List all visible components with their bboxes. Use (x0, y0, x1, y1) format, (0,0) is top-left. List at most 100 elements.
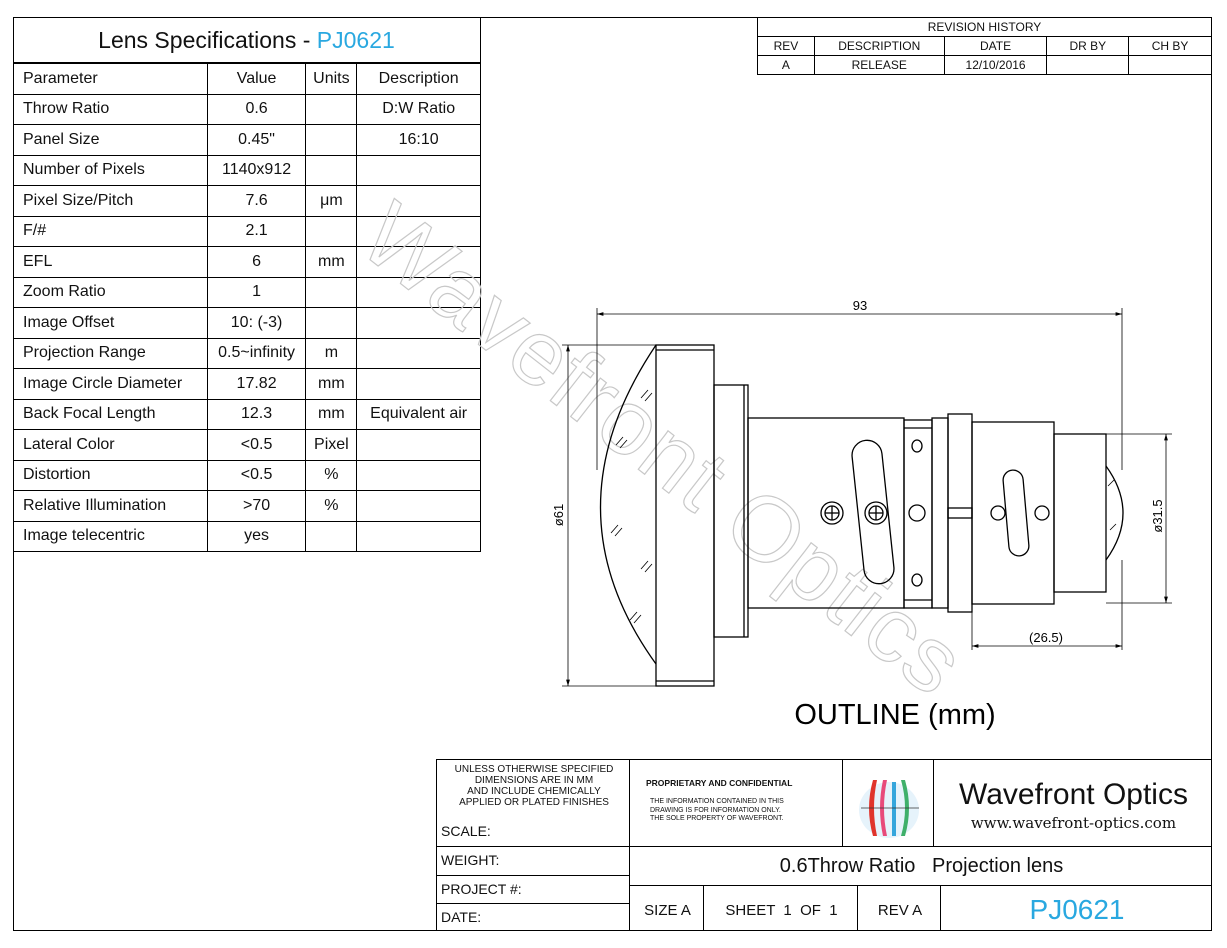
revision-cell (1128, 55, 1212, 75)
spec-cell: Image Offset (13, 307, 208, 339)
spec-cell: Lateral Color (13, 429, 208, 461)
company-cell: Wavefront Optics www.wavefront-optics.co… (933, 759, 1212, 847)
spec-cell (305, 124, 358, 156)
revision-cell: 12/10/2016 (943, 55, 1048, 75)
spec-cell (305, 93, 358, 125)
rear-slot (1002, 469, 1030, 557)
coupling-ring (947, 413, 973, 613)
dim-rear-diameter: ø31.5 (1150, 499, 1165, 532)
sheet-label: SHEET 1 OF 1 (725, 902, 838, 919)
weight-label: WEIGHT: (441, 852, 500, 868)
spec-header-cell: Value (206, 63, 307, 95)
rear-barrel (971, 421, 1055, 605)
spec-cell: Relative Illumination (13, 490, 208, 522)
spec-cell (356, 276, 481, 308)
spec-cell: mm (305, 398, 358, 430)
spec-title-part: PJ0621 (316, 27, 395, 53)
outline-caption: OUTLINE (mm) (794, 699, 995, 731)
rear-tube (1053, 433, 1107, 593)
spec-cell: Image telecentric (13, 520, 208, 552)
proprietary-line: THE INFORMATION CONTAINED IN THIS (650, 798, 784, 805)
screw-1 (820, 501, 844, 525)
part-cell: PJ0621 (940, 885, 1212, 931)
rev-label: REV A (877, 902, 923, 919)
spec-cell: yes (206, 520, 307, 552)
spec-cell: 12.3 (206, 398, 307, 430)
spec-cell: mm (305, 368, 358, 400)
spec-row: Relative Illumination>70% (13, 490, 481, 522)
screw-2 (864, 501, 888, 525)
spec-cell (356, 368, 481, 400)
spec-row: Distortion<0.5% (13, 459, 481, 491)
spec-header-cell: Units (305, 63, 358, 95)
size-cell: SIZE A (629, 885, 704, 931)
spec-cell: Equivalent air (356, 398, 481, 430)
date-cell: DATE: (436, 903, 630, 931)
spec-header-cell: Description (356, 63, 481, 95)
drawing-title-cell: 0.6Throw Ratio Projection lens (629, 846, 1212, 886)
spec-cell (356, 246, 481, 278)
spec-title-text: Lens Specifications - (98, 27, 317, 53)
proprietary-line: DRAWING IS FOR INFORMATION ONLY. (650, 806, 781, 814)
spec-cell: D:W Ratio (356, 93, 481, 125)
rear-lens (1105, 465, 1124, 561)
part-number: PJ0621 (1029, 894, 1125, 925)
spec-cell (356, 520, 481, 552)
dim-length: 93 (853, 298, 867, 313)
spec-cell: Pixel (305, 429, 358, 461)
logo-cell (842, 759, 934, 847)
spec-cell: >70 (206, 490, 307, 522)
spec-cell: Projection Range (13, 337, 208, 369)
proprietary-line: THE SOLE PROPERTY OF WAVEFRONT. (650, 815, 784, 822)
company-website: www.wavefront-optics.com (970, 814, 1177, 832)
dim-front-diameter: ø61 (551, 504, 566, 526)
logo-icon (859, 780, 919, 838)
spec-cell (356, 307, 481, 339)
spec-cell: 16:10 (356, 124, 481, 156)
company-name: Wavefront Optics (959, 778, 1188, 811)
proprietary-title: PROPRIETARY AND CONFIDENTIAL (646, 778, 793, 788)
spec-cell: <0.5 (206, 459, 307, 491)
revision-cell: A (757, 55, 815, 75)
note-line: AND INCLUDE CHEMICALLY (467, 786, 601, 797)
sheet-cell: SHEET 1 OF 1 (703, 885, 858, 931)
note-line: DIMENSIONS ARE IN MM (474, 775, 594, 786)
project-cell: PROJECT #: (436, 875, 630, 904)
cam-slot (851, 439, 895, 585)
spec-cell (305, 154, 358, 186)
spec-cell (356, 459, 481, 491)
spec-cell: Number of Pixels (13, 154, 208, 186)
spec-cell (356, 337, 481, 369)
spec-cell: Panel Size (13, 124, 208, 156)
spec-cell (356, 215, 481, 247)
spec-cell: mm (305, 246, 358, 278)
spec-cell: 17.82 (206, 368, 307, 400)
project-label: PROJECT #: (441, 881, 522, 897)
spec-cell: % (305, 490, 358, 522)
rev-cell: REV A (857, 885, 941, 931)
watermark-text: Wavefront Optics (343, 183, 984, 715)
front-dome (599, 344, 657, 665)
spec-cell: F/# (13, 215, 208, 247)
spec-title: Lens Specifications - PJ0621 (13, 17, 481, 63)
spec-cell (356, 154, 481, 186)
spec-cell: 0.6 (206, 93, 307, 125)
spec-header-cell: Parameter (13, 63, 208, 95)
weight-cell: WEIGHT: (436, 846, 630, 876)
note-line: UNLESS OTHERWISE SPECIFIED (454, 764, 614, 775)
spec-cell: 7.6 (206, 185, 307, 217)
